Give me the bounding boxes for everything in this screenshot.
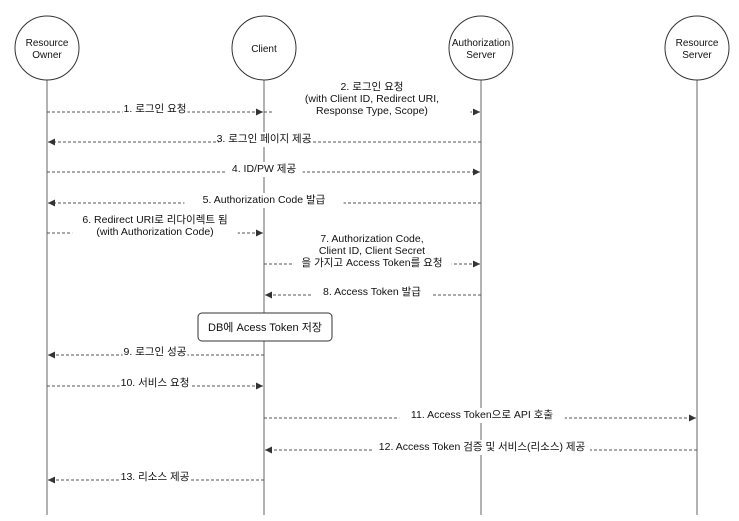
actors: ResourceOwnerClientAuthorizationServerRe… [14, 15, 730, 81]
message-label-bg-10 [119, 376, 191, 391]
message-label-12: 12. Access Token 검증 및 서비스(리소스) 제공 [379, 441, 586, 453]
message-label-bg-11 [399, 408, 565, 423]
message-label-3: 3. 로그인 페이지 제공 [217, 133, 312, 145]
note-text: DB에 Acess Token 저장 [208, 321, 322, 334]
message-label-8: 8. Access Token 발급 [323, 286, 421, 298]
actor-circle-client [231, 15, 297, 81]
actor-label-auth: Server [466, 50, 496, 61]
message-label-bg-7 [292, 232, 452, 271]
actor-circle-rs [664, 15, 730, 81]
message-label-7: 7. Authorization Code, [320, 233, 423, 245]
message-label-bg-3 [219, 132, 309, 147]
message-label-bg-4 [225, 162, 303, 177]
actor-circle-auth [448, 15, 514, 81]
message-label-bg-13 [119, 470, 191, 485]
message-label-9: 9. 로그인 성공 [124, 346, 187, 358]
message-label-6: 6. Redirect URI로 리다이렉트 됨 [82, 214, 227, 226]
actor-label-auth: Authorization [452, 38, 510, 49]
message-label-13: 13. 리소스 제공 [121, 471, 190, 483]
actor-label-rs: Server [682, 50, 712, 61]
message-label-bg-12 [374, 440, 590, 455]
message-label-bg-5 [184, 193, 344, 208]
message-label-bg-2 [273, 80, 471, 119]
actor-label-client: Client [251, 44, 277, 55]
message-label-bg-1 [122, 102, 188, 117]
note-box [197, 312, 333, 342]
note-group: DB에 Acess Token 저장 [197, 312, 333, 342]
message-label-7: 을 가지고 Access Token를 요청 [302, 257, 443, 269]
actor-label-owner: Resource [26, 38, 69, 49]
message-label-1: 1. 로그인 요청 [124, 103, 187, 115]
message-label-bg-6 [72, 213, 238, 240]
message-label-11: 11. Access Token으로 API 호출 [411, 409, 553, 421]
message-label-bg-8 [311, 285, 433, 300]
actor-circle-owner [14, 15, 80, 81]
lifelines [46, 80, 698, 515]
message-label-2: (with Client ID, Redirect URI, [305, 93, 439, 105]
actor-label-owner: Owner [32, 50, 62, 61]
message-label-2: 2. 로그인 요청 [341, 81, 404, 93]
messages: 1. 로그인 요청 2. 로그인 요청(with Client ID, Redir… [47, 80, 697, 485]
message-label-5: 5. Authorization Code 발급 [203, 194, 326, 206]
message-label-7: Client ID, Client Secret [319, 245, 425, 257]
message-label-6: (with Authorization Code) [96, 226, 213, 238]
actor-label-rs: Resource [676, 38, 719, 49]
message-label-2: Response Type, Scope) [316, 105, 428, 117]
message-label-4: 4. ID/PW 제공 [232, 163, 297, 175]
message-label-10: 10. 서비스 요청 [121, 377, 190, 389]
message-label-bg-9 [122, 345, 188, 360]
